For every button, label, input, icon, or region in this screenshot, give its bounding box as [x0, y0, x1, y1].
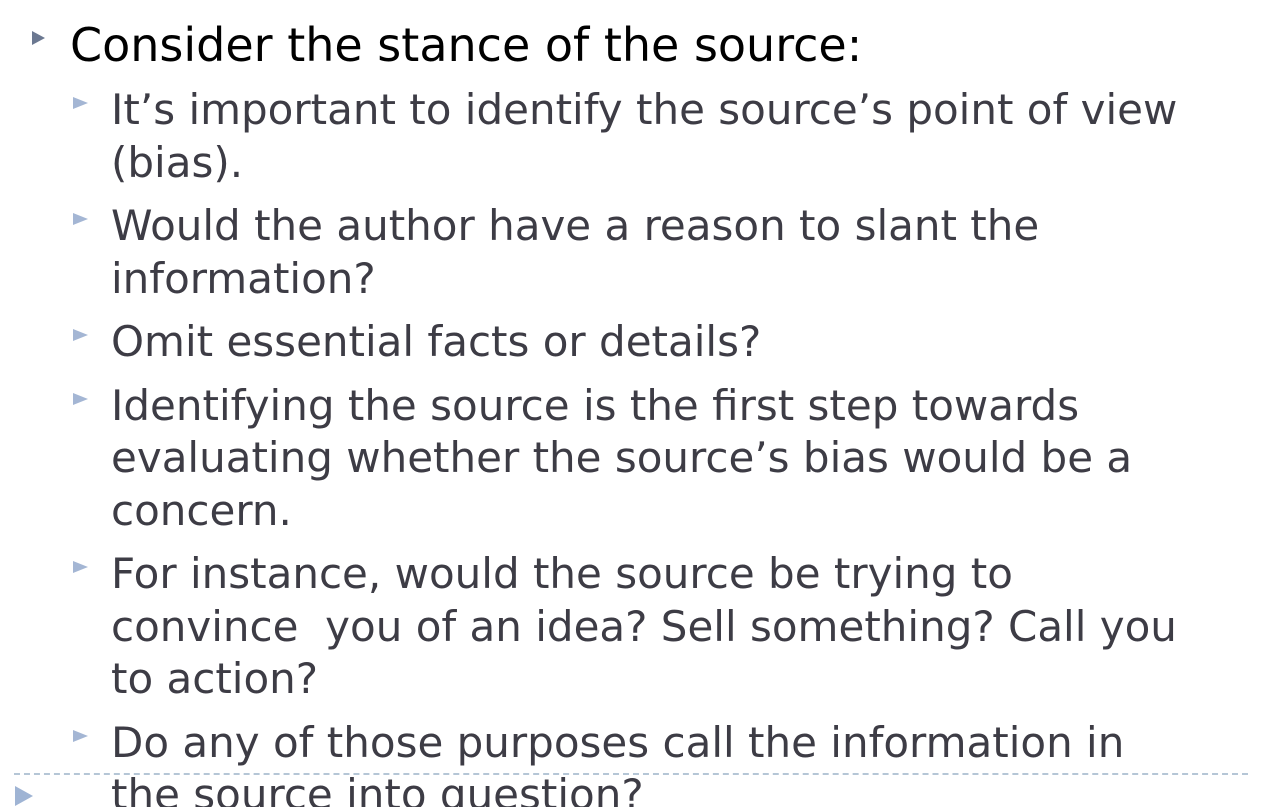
list-item: Would the author have a reason to slant … — [0, 200, 1266, 305]
bullet-line: convince you of an idea? Sell something?… — [111, 601, 1177, 651]
list-item: Omit essential facts or details? — [0, 316, 1266, 369]
bullet-line: For instance, would the source be trying… — [111, 549, 1013, 598]
bullet-line: to action? — [111, 654, 319, 703]
bullet-icon — [73, 561, 88, 573]
heading-bullet-icon — [32, 31, 45, 45]
bullet-icon — [73, 97, 88, 109]
bullet-line: the source into question? — [111, 770, 644, 807]
bullet-line: (bias). — [111, 137, 244, 187]
bullet-icon — [73, 729, 88, 742]
list-item: For instance, would the source be trying… — [0, 548, 1266, 706]
bullet-line: Would the author have a reason to slant … — [111, 201, 1040, 250]
bullet-line: Do any of those purposes call the inform… — [111, 717, 1125, 767]
bullet-icon — [73, 392, 88, 405]
bullet-line: information? — [111, 253, 376, 303]
footer-divider — [14, 773, 1248, 775]
bullet-icon — [73, 329, 88, 341]
list-item: It’s important to identify the source’s … — [0, 84, 1266, 189]
bullet-line: It’s important to identify the source’s … — [111, 85, 1178, 134]
bullet-list: It’s important to identify the source’s … — [0, 84, 1266, 807]
bullet-icon — [73, 213, 88, 225]
bullet-line: Identifying the source is the first step… — [111, 380, 1080, 430]
list-item: Do any of those purposes call the inform… — [0, 717, 1266, 807]
corner-triangle-icon — [15, 786, 33, 806]
list-item: Identifying the source is the first step… — [0, 380, 1266, 538]
bullet-line: evaluating whether the source’s bias wou… — [111, 433, 1133, 482]
bullet-line: concern. — [111, 485, 292, 535]
bullet-line: Omit essential facts or details? — [111, 317, 762, 366]
slide-heading: Consider the stance of the source: — [70, 18, 863, 72]
